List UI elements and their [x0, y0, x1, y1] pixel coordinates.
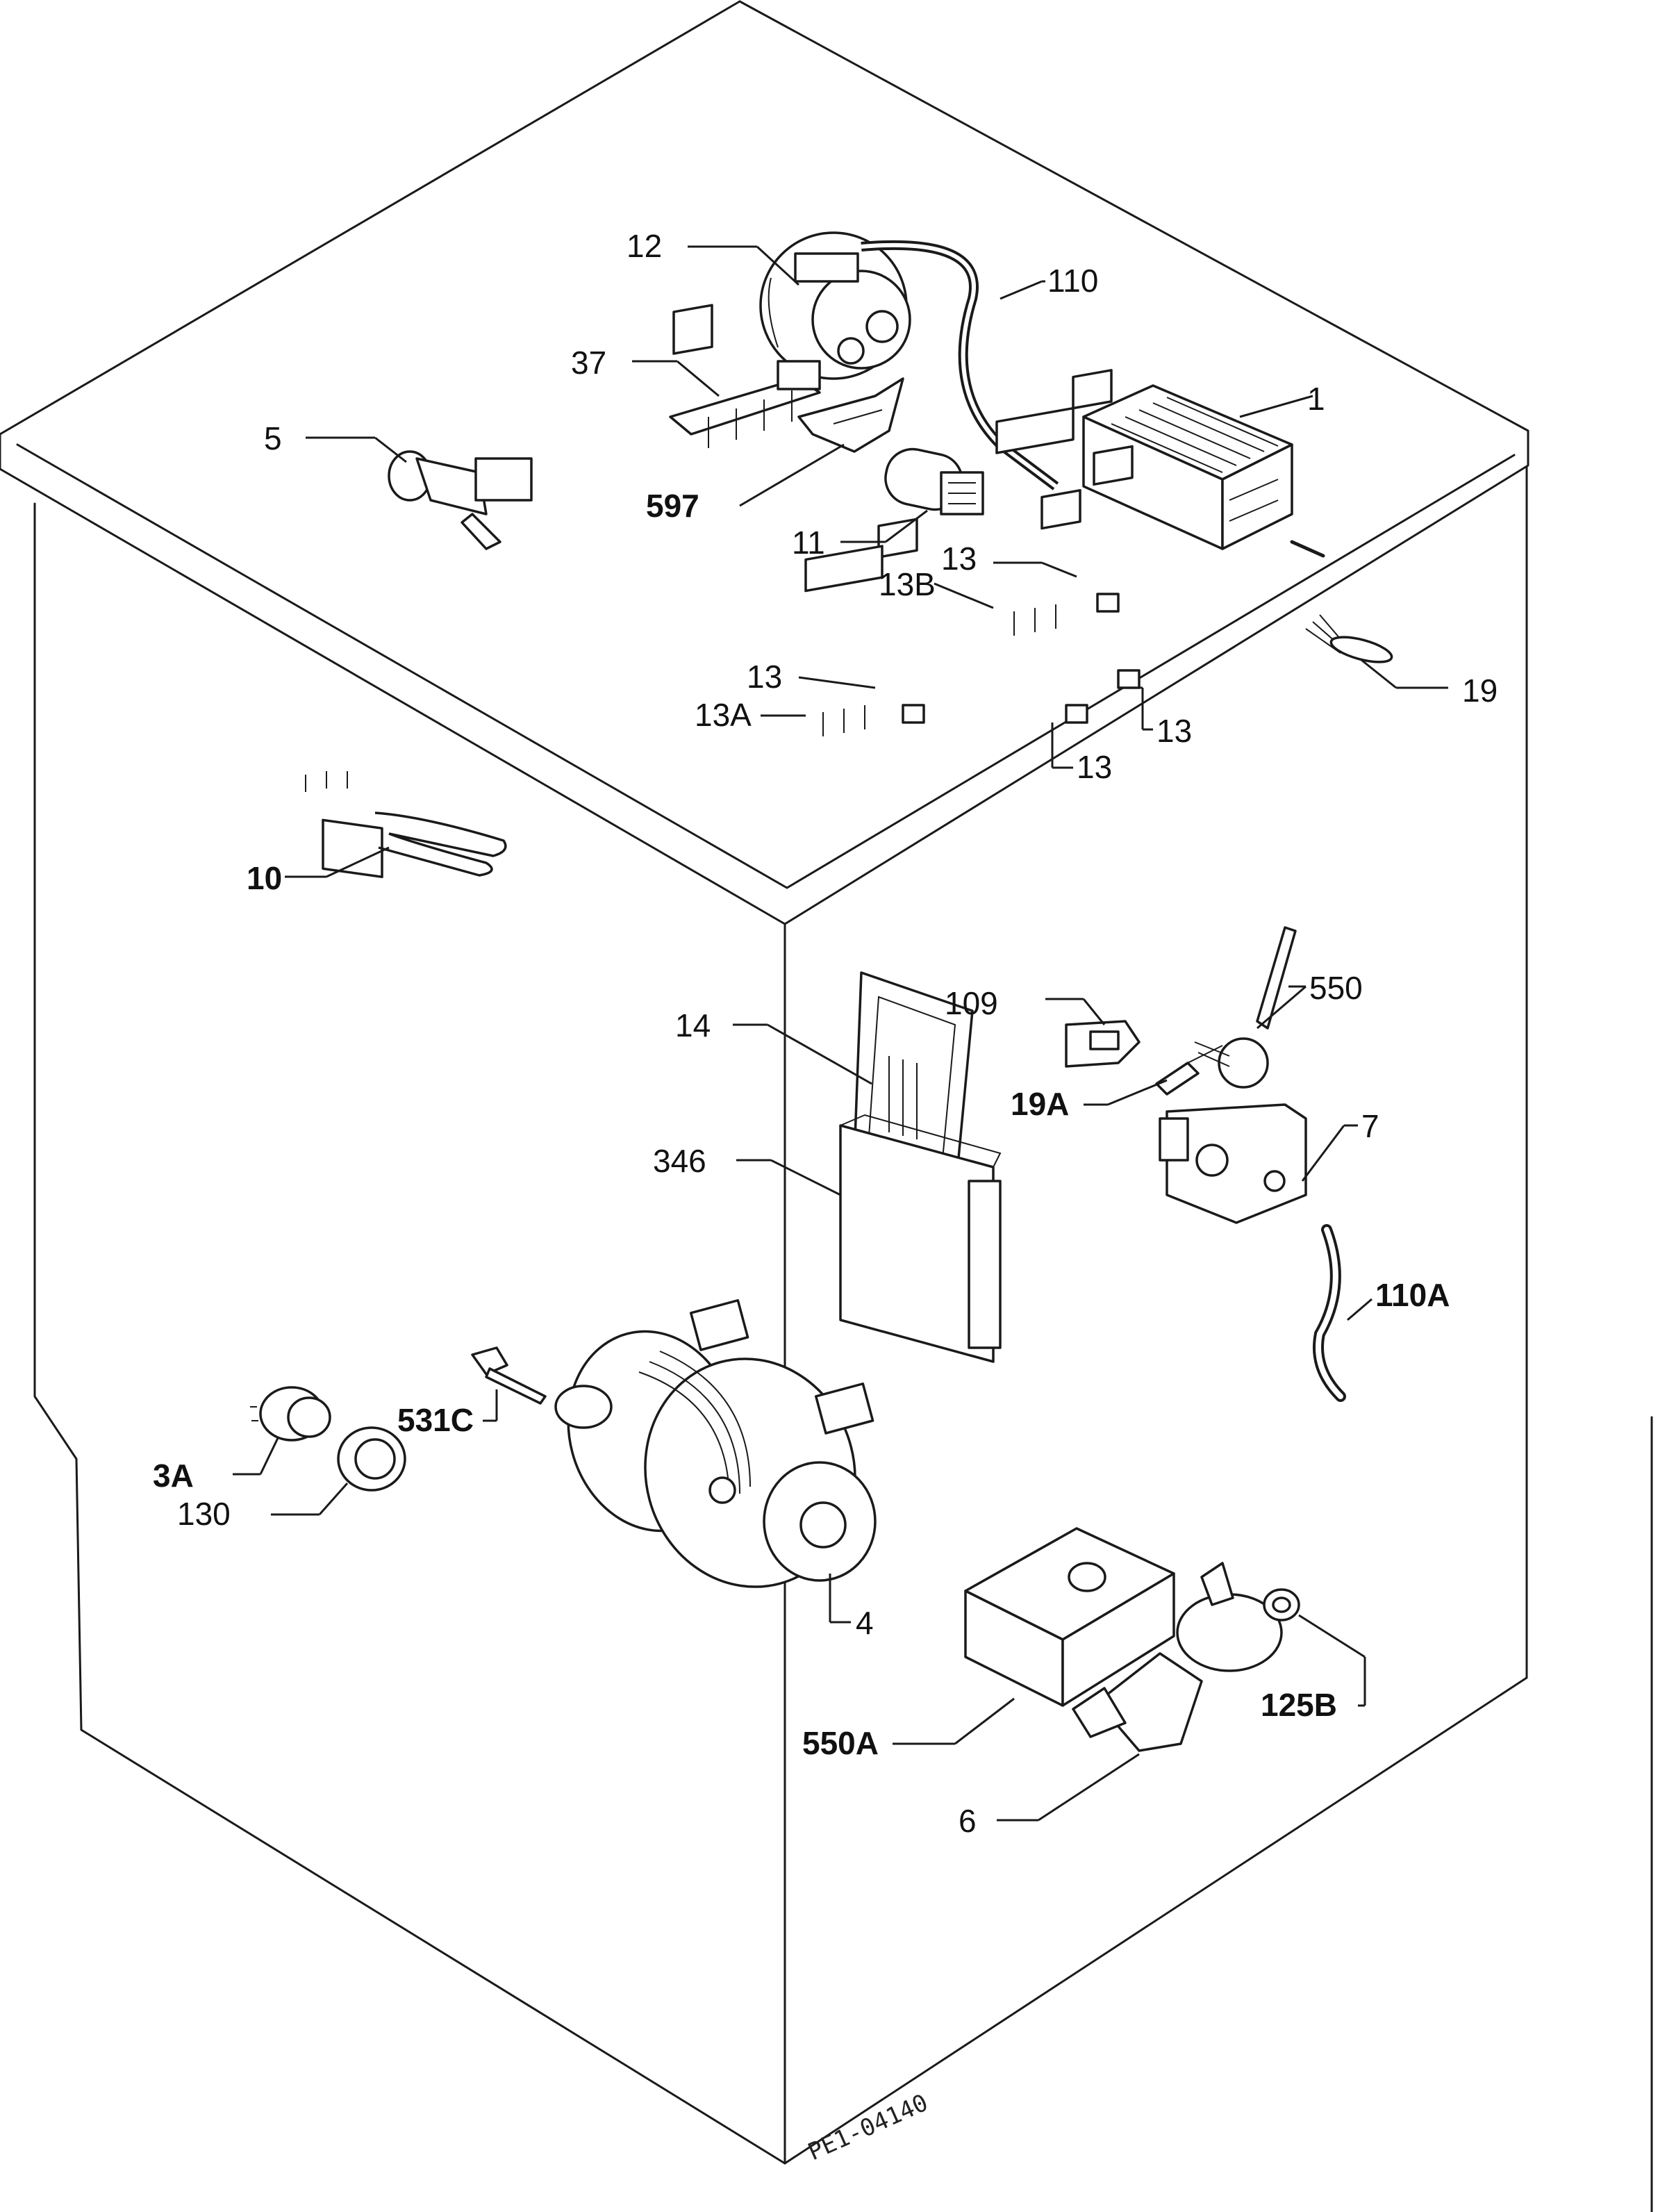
- label-110: 110: [1047, 263, 1098, 299]
- sensor-19A: [1155, 1045, 1223, 1096]
- cover-550A: [964, 1527, 1175, 1707]
- terminal-block-37: [669, 304, 821, 448]
- label-19: 19: [1462, 672, 1498, 709]
- ntc-sensor-19: [1305, 614, 1393, 663]
- indicator-3A: [250, 1386, 331, 1442]
- connector-13A: [804, 545, 884, 736]
- motor-4: [554, 1299, 877, 1588]
- label-110A: 110A: [1375, 1277, 1450, 1313]
- label-4: 4: [856, 1605, 874, 1641]
- heater-10: [305, 771, 507, 879]
- label-1: 1: [1307, 381, 1325, 417]
- connector-13-b: [1093, 445, 1141, 689]
- label-10: 10: [247, 860, 282, 896]
- inlet-valve-5: [388, 450, 533, 550]
- label-13B: 13B: [879, 566, 936, 602]
- label-531C: 531C: [397, 1402, 474, 1438]
- label-125B: 125B: [1261, 1687, 1337, 1723]
- label-13-left: 13: [747, 659, 782, 695]
- timer-1: [1082, 384, 1325, 558]
- door-lock-7: [1159, 1103, 1307, 1224]
- screw-531C: [471, 1346, 547, 1405]
- label-550A: 550A: [802, 1725, 879, 1761]
- label-346: 346: [653, 1143, 706, 1179]
- label-109: 109: [945, 985, 998, 1021]
- label-13-mid-right: 13: [1156, 713, 1192, 749]
- label-13-bottom: 13: [1077, 749, 1112, 785]
- label-19A: 19A: [1011, 1086, 1069, 1122]
- capacitor-11: [884, 447, 984, 515]
- label-597: 597: [646, 488, 699, 524]
- drawing-code: PE1-04140: [804, 2089, 932, 2166]
- pump-6: [1072, 1562, 1300, 1752]
- connector-13-c: [1040, 489, 1088, 724]
- label-11: 11: [792, 525, 825, 561]
- label-130: 130: [177, 1496, 231, 1532]
- label-37: 37: [571, 345, 606, 381]
- label-5: 5: [264, 420, 282, 456]
- label-3A: 3A: [153, 1458, 194, 1494]
- connector-13-a: [1072, 369, 1120, 613]
- label-13A: 13A: [695, 697, 752, 733]
- label-13-top: 13: [941, 540, 977, 577]
- label-550: 550: [1309, 970, 1363, 1006]
- pressure-switch-12: [759, 231, 911, 380]
- box-346: [839, 1114, 1002, 1363]
- grommet-130: [337, 1426, 406, 1492]
- leader-lines: [233, 245, 1448, 1822]
- bracket-109: [1065, 1020, 1141, 1068]
- connector-13B: [995, 406, 1075, 636]
- lever-550: [1194, 926, 1297, 1089]
- label-7: 7: [1361, 1108, 1379, 1144]
- label-14: 14: [675, 1007, 711, 1043]
- label-6: 6: [959, 1803, 977, 1839]
- clip-597: [797, 377, 904, 453]
- hose-110: [861, 240, 1059, 490]
- label-12: 12: [627, 228, 662, 264]
- connector-13-d: [877, 518, 925, 724]
- hose-110A: [1313, 1224, 1346, 1402]
